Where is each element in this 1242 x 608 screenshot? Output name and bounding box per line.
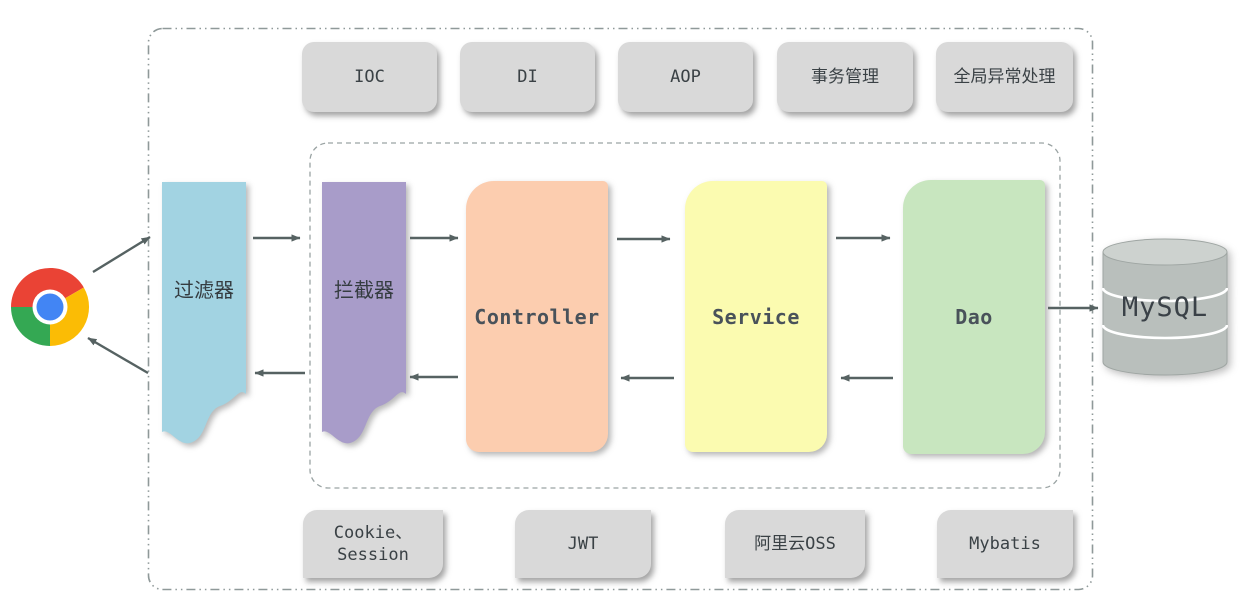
- filter-shape: [162, 182, 246, 444]
- chip-di: DI: [460, 42, 595, 112]
- mysql-cylinder-body: [1102, 251, 1228, 376]
- chip-cookie-session: Cookie、Session: [303, 510, 443, 578]
- chip-global-exception: 全局异常处理: [936, 42, 1073, 112]
- chip-jwt: JWT: [515, 510, 651, 578]
- request-arrows: [92, 234, 1099, 312]
- chip-transaction-label: 事务管理: [811, 66, 879, 87]
- interceptor-label: 拦截器: [334, 278, 394, 302]
- chrome-blue-core: [36, 293, 64, 321]
- chip-aop: AOP: [618, 42, 753, 112]
- node-controller: Controller: [466, 181, 608, 452]
- arrow-filter-to-browser: [87, 336, 149, 375]
- chip-jwt-label: JWT: [567, 533, 599, 554]
- chip-aliyun-oss-label: 阿里云OSS: [754, 533, 836, 554]
- node-interceptor: 拦截器: [322, 182, 406, 448]
- mysql-separator-line: [1102, 287, 1228, 303]
- mysql-separator-line: [1102, 324, 1228, 340]
- inner-dashed-border: [309, 142, 1061, 489]
- chip-transaction: 事务管理: [777, 42, 913, 112]
- node-dao: Dao: [903, 180, 1045, 454]
- filter-label: 过滤器: [174, 278, 234, 302]
- mysql-label: MySQL: [1121, 292, 1209, 323]
- chip-global-exception-label: 全局异常处理: [953, 66, 1056, 87]
- chip-mybatis: Mybatis: [937, 510, 1073, 578]
- mysql-database: MySQL: [1102, 230, 1228, 380]
- chip-di-label: DI: [517, 66, 538, 87]
- chip-aop-label: AOP: [670, 66, 701, 87]
- response-arrows: [87, 336, 893, 382]
- node-filter: 过滤器: [162, 182, 246, 448]
- controller-label: Controller: [474, 304, 600, 329]
- chip-aliyun-oss: 阿里云OSS: [725, 510, 865, 578]
- chip-mybatis-label: Mybatis: [969, 533, 1041, 554]
- chip-ioc: IOC: [302, 42, 437, 112]
- chrome-browser-icon: [10, 267, 90, 347]
- node-service: Service: [685, 181, 827, 452]
- arrow-browser-to-filter: [92, 235, 151, 274]
- dao-label: Dao: [955, 305, 993, 329]
- chip-cookie-session-label: Cookie、Session: [333, 522, 413, 565]
- mysql-cylinder-top: [1102, 238, 1228, 266]
- chrome-red-segment: [10, 267, 84, 307]
- service-label: Service: [712, 304, 800, 329]
- interceptor-shape: [322, 182, 406, 444]
- chip-ioc-label: IOC: [354, 66, 385, 87]
